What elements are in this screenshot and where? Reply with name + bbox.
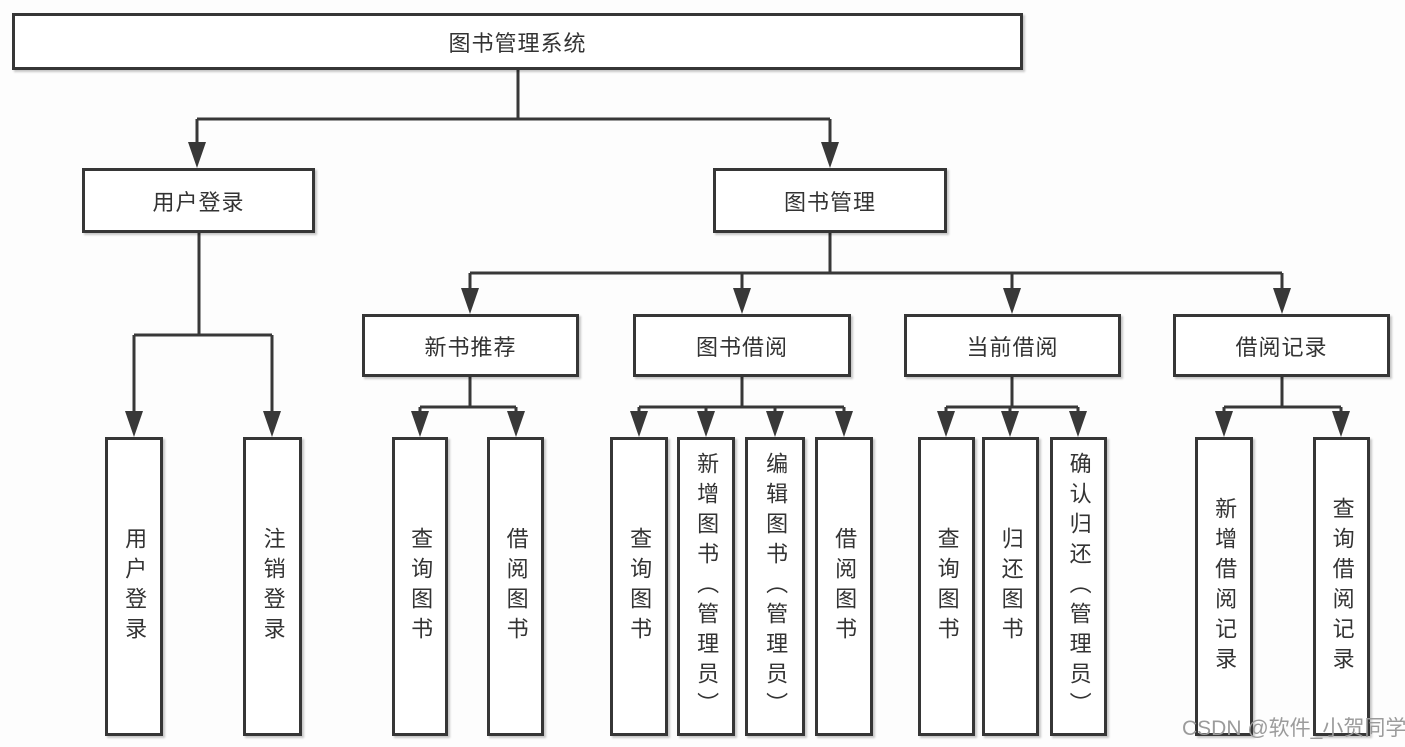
leaf-logout-label: 注销登录 [260,526,286,647]
user-login-node: 用户登录 [82,168,315,233]
borrowing-records-node: 借阅记录 [1173,314,1390,377]
leaf-return-books: 归还图书 [982,437,1039,736]
csdn-watermark: CSDN @软件_小贺同学 [1182,717,1405,740]
new-book-recommendation-label: 新书推荐 [424,334,517,360]
current-borrowing-node: 当前借阅 [904,314,1121,377]
leaf-recommend-borrow-books-label: 借阅图书 [503,526,529,647]
book-management-node: 图书管理 [713,168,947,233]
leaf-current-query-books: 查询图书 [918,437,975,736]
leaf-current-query-books-label: 查询图书 [934,526,960,647]
leaf-add-borrow-record-label: 新增借阅记录 [1212,496,1238,677]
new-book-recommendation-node: 新书推荐 [362,314,579,377]
book-management-node-label: 图书管理 [783,189,876,215]
leaf-borrowing-query-books: 查询图书 [610,437,668,736]
leaf-borrow-books: 借阅图书 [815,437,873,736]
current-borrowing-label: 当前借阅 [966,334,1059,360]
leaf-recommend-borrow-books: 借阅图书 [487,437,544,736]
leaf-confirm-return-admin-label: 确认归还（管理员） [1066,451,1092,722]
root-node: 图书管理系统 [12,13,1023,70]
leaf-confirm-return-admin: 确认归还（管理员） [1050,437,1107,736]
leaf-recommend-query-books: 查询图书 [392,437,448,736]
leaf-logout: 注销登录 [243,437,302,736]
book-borrowing-label: 图书借阅 [695,334,788,360]
book-borrowing-node: 图书借阅 [633,314,851,377]
leaf-query-borrow-record-label: 查询借阅记录 [1329,496,1355,677]
leaf-add-borrow-record: 新增借阅记录 [1195,437,1253,736]
leaf-query-borrow-record: 查询借阅记录 [1313,437,1370,736]
leaf-user-login: 用户登录 [105,437,163,736]
leaf-recommend-query-books-label: 查询图书 [408,526,434,647]
leaf-edit-books-admin-label: 编辑图书（管理员） [763,451,789,722]
leaf-borrowing-query-books-label: 查询图书 [627,526,653,647]
borrowing-records-label: 借阅记录 [1235,334,1328,360]
arrowhead-icons [125,142,1350,437]
user-login-node-label: 用户登录 [152,189,245,215]
leaf-add-books-admin: 新增图书（管理员） [677,437,735,736]
leaf-add-books-admin-label: 新增图书（管理员） [694,451,720,722]
leaf-return-books-label: 归还图书 [998,526,1024,647]
leaf-borrow-books-label: 借阅图书 [832,526,858,647]
root-node-label: 图书管理系统 [448,30,587,56]
leaf-edit-books-admin: 编辑图书（管理员） [745,437,805,736]
leaf-user-login-label: 用户登录 [122,526,148,647]
